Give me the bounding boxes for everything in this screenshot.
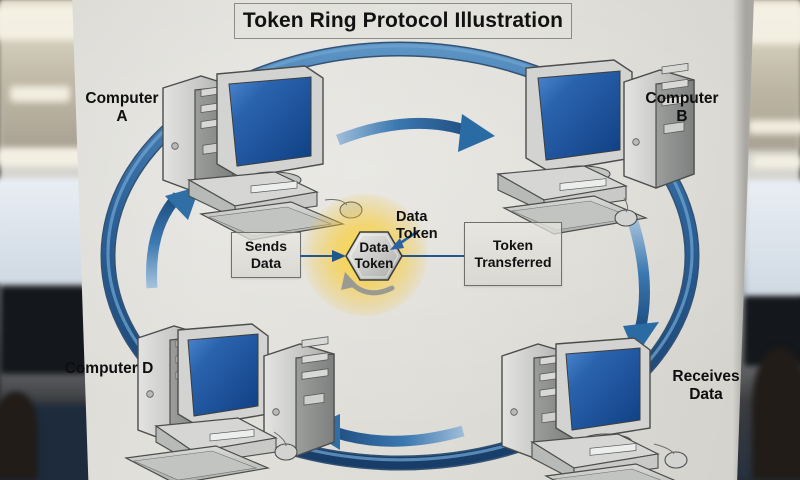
window-right [746,180,800,298]
token-transferred-box: Token Transferred [464,222,562,286]
computer-d-illustration [124,323,335,480]
computer-receives-illustration [501,337,688,480]
ceiling-light-3 [0,148,88,166]
mouse [273,431,298,461]
label-computer-d: Computer D [64,360,154,377]
title-box: Token Ring Protocol Illustration [234,3,572,39]
tower-right [263,336,335,457]
keyboard [544,463,676,480]
mouse [614,197,638,227]
ceiling-light-5 [748,120,800,134]
token-rotation-arrow [341,272,395,296]
data-token-hexagon [345,231,403,281]
label-computer-a: Computer A [85,90,159,125]
page-title: Token Ring Protocol Illustration [242,9,564,32]
arrow-top [336,114,495,152]
ceiling-light-6 [752,156,800,168]
person-left [0,392,38,480]
tower [623,62,695,189]
computer-a-illustration [162,65,363,241]
data-token-callout-label: Data Token [396,209,438,242]
arrow-right [623,216,659,356]
keyboard [124,445,271,480]
mouse [653,443,688,469]
sends-data-box: Sends Data [231,232,301,278]
person-right [752,348,800,480]
ceiling-light-2 [10,86,70,102]
label-computer-b: Computer B [645,90,719,125]
label-receives-data: Receives Data [672,368,740,403]
data-token-callout-arrow [390,229,419,250]
ring-loop [100,41,700,471]
data-token-hexagon-label: Data Token [354,240,394,271]
connector-sends-to-token [300,250,346,262]
